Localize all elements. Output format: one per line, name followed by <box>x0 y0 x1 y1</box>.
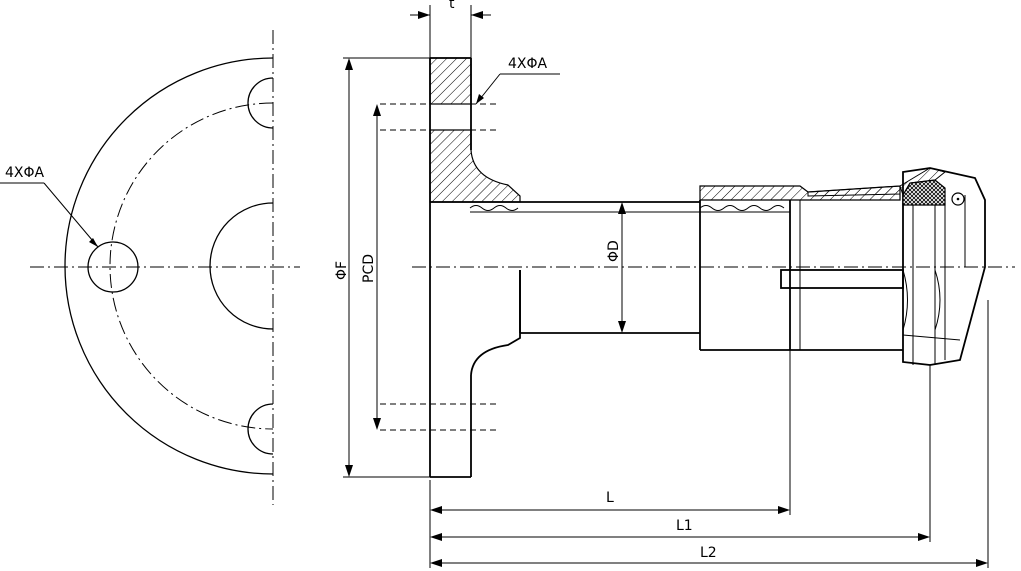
front-hole-leader-arrow <box>89 238 98 247</box>
dim-t-label: t <box>449 0 455 12</box>
pipe-top-wave <box>469 205 785 211</box>
front-view: 4XΦA <box>0 30 300 505</box>
front-hole-leader <box>43 182 99 248</box>
dim-pcd-label: PCD <box>361 254 377 283</box>
dim-l1-arrow-left <box>430 533 442 541</box>
bolt-hole-top <box>247 77 274 129</box>
front-hole-note: 4XΦA <box>5 165 45 181</box>
side-view: ΦF PCD ΦD t 4XΦA L <box>334 0 1015 568</box>
flange-section-hub <box>429 129 521 203</box>
dim-l1-label: L1 <box>676 518 693 534</box>
pitch-circle-arc <box>109 102 274 430</box>
dim-f-arrow-top <box>345 58 353 70</box>
dim-f-arrow-bottom <box>345 465 353 477</box>
dim-l-arrow-left <box>430 506 442 514</box>
flange-section-top <box>429 57 472 105</box>
dim-l2-arrow-right <box>976 559 988 567</box>
dim-d-arrow-bottom <box>618 321 626 333</box>
sleeve-section-thin <box>807 185 901 197</box>
nut-outline <box>902 167 986 366</box>
dim-d-label: ΦD <box>606 240 622 262</box>
sleeve-insert <box>780 269 904 289</box>
side-hole-note: 4XΦA <box>508 56 548 72</box>
flange-outer-arc <box>64 57 274 475</box>
retainer-ball-center <box>956 197 960 201</box>
dim-l-label: L <box>606 490 614 506</box>
dim-d-arrow-top <box>618 202 626 214</box>
side-hole-leader-arrow <box>476 94 484 104</box>
dim-f-label: ΦF <box>334 261 350 280</box>
pipe-hub-lower <box>470 270 521 376</box>
dim-pcd-arrow-top <box>373 104 381 116</box>
bore-arc <box>209 202 274 330</box>
dim-l2-label: L2 <box>700 545 717 561</box>
dim-l2-arrow-left <box>430 559 442 567</box>
dim-pcd-arrow-bottom <box>373 418 381 430</box>
nut-hex-lower <box>902 269 961 341</box>
dim-t-arrow-left <box>418 11 430 19</box>
dim-l1-arrow-right <box>918 533 930 541</box>
dim-l-arrow-right <box>778 506 790 514</box>
bolt-hole-bottom <box>247 403 274 455</box>
nut-section-top <box>899 167 947 197</box>
dim-t-arrow-right <box>471 11 483 19</box>
